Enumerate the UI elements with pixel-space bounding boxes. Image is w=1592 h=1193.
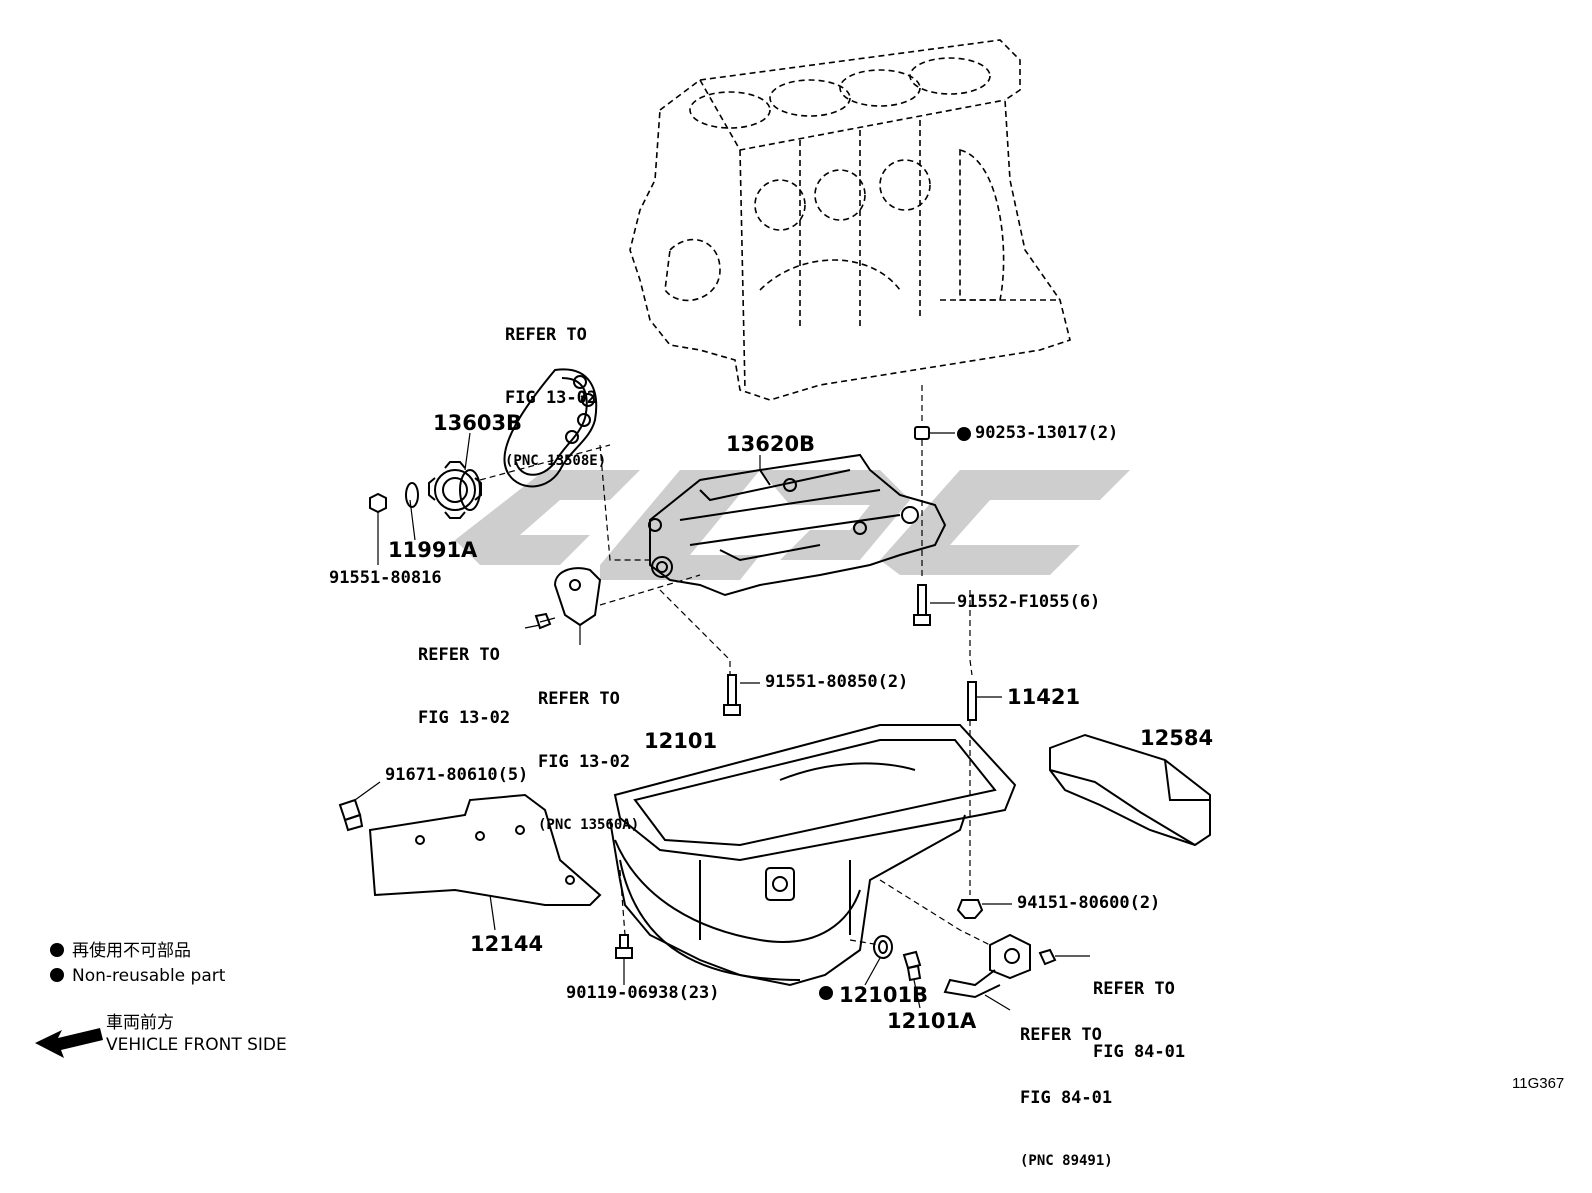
label-11991A: 11991A (388, 538, 478, 562)
non-reusable-dot-icon (50, 968, 64, 982)
refer-chain: REFER TO FIG 13-02 (PNC 13508E) (505, 283, 606, 493)
refer-chain-line3: (PNC 13508E) (505, 453, 607, 469)
chain-tensioner (534, 567, 602, 630)
legend-jp-text: 再使用不可部品 (72, 941, 191, 961)
stiffener-plate-12144 (368, 793, 602, 931)
drain-plug-12101A (902, 950, 922, 1009)
refer-tensioner-line1: REFER TO (538, 689, 620, 709)
label-13603B: 13603B (433, 411, 523, 435)
bolt-90119 (615, 934, 633, 985)
refer-tensioner-bolt-line1: REFER TO (418, 645, 500, 665)
label-13620B: 13620B (726, 432, 816, 456)
gasket-12101B (864, 935, 893, 986)
legend-en: Non-reusable part (50, 968, 225, 985)
non-reusable-dot-icon (50, 943, 64, 957)
bolt-91551-80850 (723, 674, 760, 716)
label-94151-80600: 94151-80600(2) (1017, 893, 1161, 913)
legend-jp: 再使用不可部品 (50, 943, 191, 960)
label-91551-80850: 91551-80850(2) (765, 672, 909, 692)
oil-pan-12101 (609, 724, 1017, 987)
plug-90253 (914, 426, 930, 440)
parts-diagram: 13603B 13620B 11991A 91551-80816 90253-1… (35, 39, 1565, 1169)
front-side-jp: 車両前方 (106, 1013, 174, 1033)
label-91551-80816: 91551-80816 (329, 568, 442, 588)
refer-sensor-bolt-line2: FIG 84-01 (1093, 1042, 1186, 1062)
label-12101: 12101 (644, 729, 718, 753)
refer-chain-line1: REFER TO (505, 325, 587, 345)
baffle-12584 (1049, 733, 1211, 847)
oil-level-sensor (943, 933, 1090, 1011)
label-12584: 12584 (1140, 726, 1214, 750)
refer-sensor-bolt: REFER TO FIG 84-01 (1093, 937, 1185, 1084)
label-90253-13017: 90253-13017(2) (975, 423, 1119, 443)
figure-id: 11G367 (1512, 1075, 1565, 1092)
refer-tensioner-bolt-line2: FIG 13-02 (418, 708, 511, 728)
label-12144: 12144 (470, 932, 544, 956)
refer-sensor-line3: (PNC 89491) (1020, 1153, 1113, 1169)
exploded-view-drawing (35, 39, 1211, 1058)
refer-sensor-bolt-line1: REFER TO (1093, 979, 1175, 999)
non-reusable-marker-90253 (957, 427, 971, 441)
sprocket-13603B (428, 461, 482, 519)
refer-sensor-line1: REFER TO (1020, 1025, 1102, 1045)
bolt-91552 (913, 584, 955, 626)
bolt-91551-80816 (369, 492, 387, 565)
stud-11421 (967, 681, 1002, 721)
refer-tensioner-line2: FIG 13-02 (538, 752, 631, 772)
refer-tensioner: REFER TO FIG 13-02 (PNC 13560A) (538, 647, 639, 857)
nut-94151 (956, 899, 1012, 919)
timing-chain (503, 368, 598, 488)
label-11421: 11421 (1007, 685, 1081, 709)
leader-lines (464, 432, 955, 645)
vehicle-front-arrow-icon (35, 1028, 103, 1058)
label-91671-80610: 91671-80610(5) (385, 765, 529, 785)
label-12101A: 12101A (887, 1009, 977, 1033)
label-12101B: 12101B (839, 983, 929, 1007)
refer-tensioner-bolt: REFER TO FIG 13-02 (418, 603, 510, 750)
label-90119-06938: 90119-06938(23) (566, 983, 720, 1003)
balance-shaft-housing-13620B (648, 453, 947, 597)
label-91552-F1055: 91552-F1055(6) (957, 592, 1101, 612)
refer-sensor: REFER TO FIG 84-01 (PNC 89491) (1020, 983, 1113, 1193)
front-side-en: VEHICLE FRONT SIDE (106, 1035, 287, 1055)
non-reusable-marker-12101B (819, 986, 833, 1000)
engine-block-outline (629, 39, 1071, 401)
refer-tensioner-line3: (PNC 13560A) (538, 817, 640, 833)
legend-en-text: Non-reusable part (72, 966, 226, 986)
refer-chain-line2: FIG 13-02 (505, 388, 598, 408)
washer-11991A (405, 482, 419, 541)
bolt-91671 (338, 781, 381, 832)
